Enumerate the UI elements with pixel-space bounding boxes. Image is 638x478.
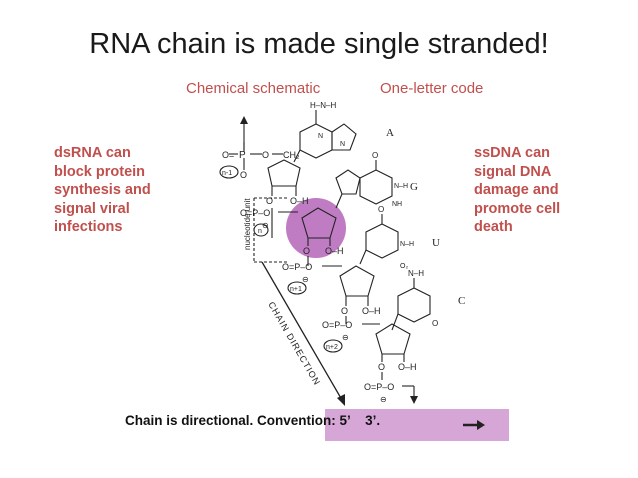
svg-text:O: O [266,196,273,206]
label-n-minus-1-marker [219,165,239,179]
phosphate-group-3: O=P–O ⊖ [282,262,342,284]
label-n-plus-2-marker [323,339,343,353]
ssdna-note: ssDNA can signal DNA damage and promote … [474,144,560,237]
svg-text:O: O [341,306,348,316]
svg-text:P: P [239,150,246,161]
cytosine-base: N–H O [391,269,438,331]
caption-part-1: Chain is directional. [125,413,254,428]
base-code-c: C [458,295,465,307]
svg-text:NH: NH [392,201,402,208]
svg-text:O: O [378,362,385,372]
label-n-minus-1: n-1 [222,170,232,177]
caption-part-2: Convention: 5’ [257,413,351,428]
dsrna-note-line: infections [54,219,123,235]
phosphate-group-4: O=P–O ⊖ [322,320,380,342]
phosphate-group-1: O= P O O CH₂ [222,142,300,180]
dsrna-note-line: synthesis and [54,182,151,198]
svg-text:N: N [318,133,323,140]
ssdna-note-line: ssDNA can [474,145,551,161]
label-n-marker [253,223,269,237]
base-code-a: A [386,127,394,139]
guanine-base: O NH N–H [335,151,408,209]
svg-text:O: O [378,205,384,214]
svg-text:O=: O= [222,150,234,160]
svg-text:N–H: N–H [394,183,408,190]
chain-direction-label: CHAIN DIRECTION [266,300,322,387]
label-n: n [258,228,262,235]
sugar-ring-1: O O–H [266,159,309,238]
svg-text:⊖: ⊖ [302,275,309,284]
svg-text:O₂: O₂ [400,263,408,270]
ssdna-note-line: damage and [474,182,559,198]
svg-text:O=P–O: O=P–O [240,208,270,218]
svg-text:N–H: N–H [400,241,414,248]
dsrna-note-line: signal viral [54,200,130,217]
phosphate-group-5: O=P–O ⊖ [364,382,418,404]
uracil-base: O N–H O₂ [359,205,414,270]
direction-caption: Chain is directional. Convention: 5’ 3’. [125,413,380,428]
svg-text:N–H: N–H [408,269,424,278]
base-code-g: G [410,181,418,193]
label-n-plus-1-marker [287,281,307,295]
svg-text:O–H: O–H [290,196,309,206]
ssdna-note-line: promote cell [474,200,561,217]
caption-part-3: 3’. [365,413,381,428]
svg-text:⊖: ⊖ [342,333,349,342]
svg-text:O: O [372,151,378,160]
subtitle-one-letter-code: One-letter code [380,80,484,97]
svg-text:O–H: O–H [362,306,381,316]
svg-text:O=P–O: O=P–O [282,262,312,272]
svg-text:O: O [303,246,310,256]
svg-text:⊖: ⊖ [380,395,387,404]
dsrna-note: dsRNA can block protein synthesis and si… [54,144,151,237]
label-n-plus-2: n+2 [326,344,338,351]
sugar-ring-3: O O–H [339,265,381,324]
svg-text:O=P–O: O=P–O [322,320,352,330]
svg-text:O–H: O–H [398,362,417,372]
ssdna-note-line: death [474,219,513,235]
nucleotide-unit-label: nucleotide unit [243,198,252,250]
svg-text:O–H: O–H [325,246,344,256]
svg-text:O: O [262,150,269,160]
ssdna-note-line: signal DNA [474,163,552,180]
adenine-base: H–N–H N N [293,101,357,163]
base-code-u: U [432,237,440,249]
dsrna-note-line: block protein [54,163,146,180]
svg-text:O=P–O: O=P–O [364,382,394,392]
subtitle-chemical-schematic: Chemical schematic [186,80,321,97]
label-n-plus-1: n+1 [290,286,302,293]
svg-text:CH₂: CH₂ [283,150,300,160]
dsrna-note-line: dsRNA can [54,145,131,161]
svg-text:H–N–H: H–N–H [310,101,336,110]
svg-text:N: N [340,141,345,148]
direction-arrow-icon [463,420,485,430]
svg-text:O: O [432,319,438,328]
chain-top-arrowhead [240,116,248,124]
highlighted-sugar [286,198,346,258]
sugar-ring-2: O O–H [301,207,344,266]
svg-text:O: O [240,170,247,180]
sugar-ring-4: O O–H [375,323,417,380]
slide-title: RNA chain is made single stranded! [89,28,549,60]
